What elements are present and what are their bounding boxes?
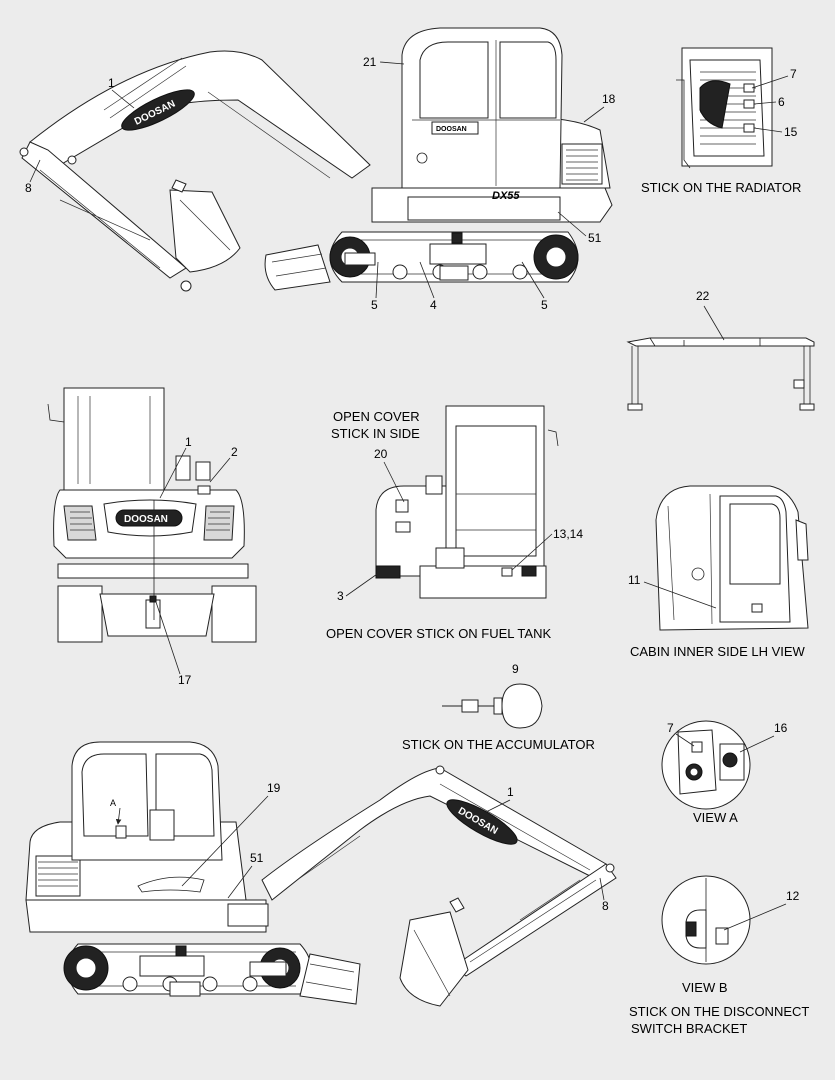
bottom-side-grille <box>35 855 81 897</box>
callout-top-4: 4 <box>430 298 437 312</box>
caption-disconnect-2: SWITCH BRACKET <box>631 1021 747 1036</box>
bottom-cab-window-side <box>81 753 149 837</box>
callout-top-5b: 5 <box>541 298 548 312</box>
callout-top-5a: 5 <box>371 298 378 312</box>
callout-rad-15: 15 <box>784 125 798 139</box>
view-a-marker: A <box>110 798 116 808</box>
excavator-side-view-top: DX55 DOOSAN DOOSAN <box>19 27 613 292</box>
bottom-callouts: 19 1 51 8 <box>181 781 609 913</box>
top-door-decal: DOOSAN <box>436 126 467 133</box>
bottom-undercarriage <box>63 943 312 997</box>
callout-acc-9: 9 <box>512 662 519 676</box>
accumulator <box>442 683 543 729</box>
fuel-tank-view <box>375 405 559 599</box>
caption-fuel-tank: OPEN COVER STICK ON FUEL TANK <box>326 626 551 641</box>
callout-bot-19: 19 <box>267 781 281 795</box>
callout-cab-11: 11 <box>628 573 641 587</box>
excavator-side-view-bottom: A DOOSAN <box>25 741 617 1007</box>
callout-rad-7: 7 <box>790 67 797 81</box>
callout-top-51: 51 <box>588 231 602 245</box>
rear-frame <box>57 563 249 579</box>
top-model-decal: DX55 <box>492 190 520 202</box>
excavator-rear-view: DOOSAN <box>47 387 257 643</box>
top-callouts: 1 21 18 8 51 5 4 5 <box>25 55 616 312</box>
callout-va-7: 7 <box>667 721 674 735</box>
fuel-tank <box>375 485 447 577</box>
top-boom <box>29 50 371 179</box>
cabin-door-window <box>729 503 781 585</box>
radiator-detail <box>676 47 773 169</box>
top-arm <box>21 141 187 279</box>
caption-radiator: STICK ON THE RADIATOR <box>641 180 801 195</box>
view-a-detail <box>661 720 751 810</box>
caption-view-b: VIEW B <box>682 980 728 995</box>
caption-disconnect-1: STICK ON THE DISCONNECT <box>629 1004 809 1019</box>
canopy-frame <box>626 337 815 411</box>
callout-bot-51: 51 <box>250 851 264 865</box>
callout-bot-8: 8 <box>602 899 609 913</box>
rear-decal: DOOSAN <box>124 514 168 525</box>
caption-cabin-inner: CABIN INNER SIDE LH VIEW <box>630 644 806 659</box>
bottom-dozer-blade <box>299 953 361 1005</box>
top-bucket <box>169 189 241 273</box>
top-side-grille <box>561 143 603 185</box>
callout-rad-6: 6 <box>778 95 785 109</box>
callout-top-8: 8 <box>25 181 32 195</box>
callout-top-1: 1 <box>108 76 115 90</box>
callout-tank-20: 20 <box>374 447 388 461</box>
callout-tank-13-14: 13,14 <box>553 527 583 541</box>
callout-vb-12: 12 <box>786 889 800 903</box>
callout-top-21: 21 <box>363 55 377 69</box>
rear-canopy <box>63 387 165 493</box>
caption-accumulator: STICK ON THE ACCUMULATOR <box>402 737 595 752</box>
top-cab-window-side <box>499 41 557 119</box>
callout-rear-2: 2 <box>231 445 238 459</box>
callout-rear-1: 1 <box>185 435 192 449</box>
bottom-boom <box>261 767 607 901</box>
callout-tank-3: 3 <box>337 589 344 603</box>
caption-open-cover-1: OPEN COVER <box>333 409 420 424</box>
view-b-detail <box>661 875 751 965</box>
callout-bot-1: 1 <box>507 785 514 799</box>
bottom-bucket <box>399 911 469 1007</box>
callout-top-18: 18 <box>602 92 616 106</box>
top-cab-window-front <box>419 41 489 119</box>
top-undercarriage <box>329 231 579 283</box>
callout-va-16: 16 <box>774 721 788 735</box>
callout-rear-17: 17 <box>178 673 192 687</box>
callout-canopy-22: 22 <box>696 289 710 303</box>
caption-view-a: VIEW A <box>693 810 738 825</box>
cabin-inner-view <box>655 485 809 631</box>
caption-open-cover-2: STICK IN SIDE <box>331 426 420 441</box>
top-dozer-blade <box>264 244 331 291</box>
